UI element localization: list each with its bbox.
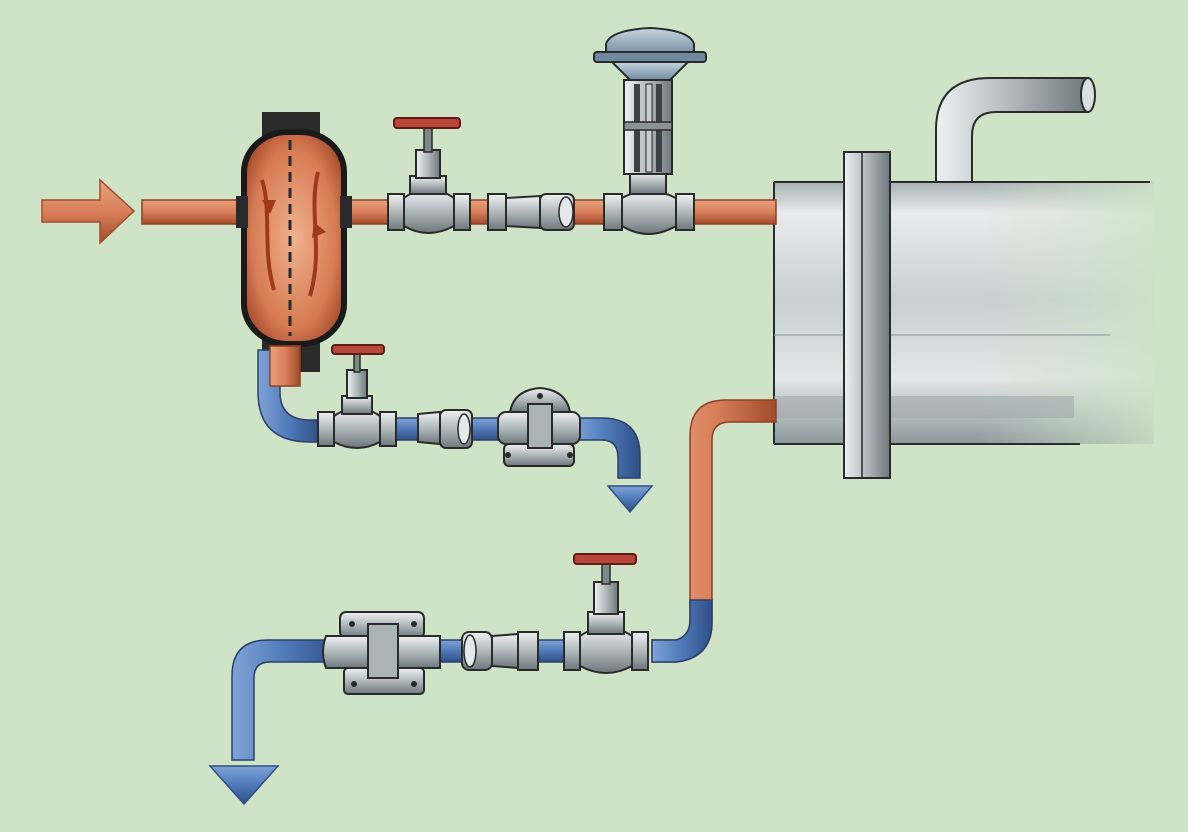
outlet-strainer <box>461 631 539 671</box>
shell-shadow-band <box>774 396 1074 418</box>
drain-pipe-2 <box>393 417 421 441</box>
steam-separator <box>236 112 352 372</box>
valve-stem <box>601 561 611 585</box>
valve-body <box>621 190 677 235</box>
actuator-diaphragm-icon <box>605 26 695 57</box>
separator-outlet-nozzle <box>340 196 352 228</box>
handwheel-icon[interactable] <box>331 344 385 355</box>
valve-flange-left <box>317 411 335 447</box>
trap-bolt <box>349 621 355 627</box>
drain-globe-valve[interactable] <box>317 344 397 449</box>
separator-swirl-left <box>260 179 276 291</box>
valve-packing <box>346 369 368 399</box>
trap-center-boss <box>367 623 399 679</box>
inlet-pipe-1 <box>141 199 247 225</box>
valve-packing <box>415 149 441 179</box>
outlet-steam-trap[interactable] <box>322 611 441 695</box>
strainer-nut-left <box>487 193 507 231</box>
drain-pipe-outlet <box>573 417 641 479</box>
inlet-globe-valve[interactable] <box>387 117 471 234</box>
strainer-body <box>417 410 441 446</box>
outlet-globe-valve[interactable] <box>563 553 649 674</box>
trap-center-boss <box>527 403 553 449</box>
separator-body <box>241 129 347 347</box>
strainer-cap-face <box>463 634 477 668</box>
drain-arrow-down-icon <box>606 485 654 514</box>
separator-flow-arrow-icon <box>312 222 326 238</box>
inlet-pipe-4 <box>571 199 609 225</box>
handwheel-icon[interactable] <box>573 553 637 565</box>
valve-flange-right <box>675 193 695 231</box>
inlet-strainer <box>487 193 575 231</box>
drain-steam-trap[interactable] <box>497 386 581 467</box>
valve-flange-left <box>563 631 581 671</box>
trap-bolt <box>505 452 511 458</box>
valve-bonnet <box>587 611 625 635</box>
vent-pipe-end <box>1080 77 1096 113</box>
trap-bolt <box>567 452 573 458</box>
separator-flow-arrow-icon <box>262 200 276 214</box>
drain-strainer <box>417 409 473 449</box>
valve-body <box>403 188 455 234</box>
valve-flange-right <box>453 193 471 231</box>
drain-pipe-3 <box>469 417 501 441</box>
heater-shell <box>773 77 1188 479</box>
trap-cover <box>508 386 572 413</box>
strainer-body <box>491 632 519 670</box>
pneumatic-control-valve[interactable] <box>593 26 707 235</box>
valve-flange-right <box>379 411 397 447</box>
stem-clamp <box>623 121 673 131</box>
trap-bolt <box>351 681 357 687</box>
outlet-pipe-cool-bend <box>651 599 713 663</box>
valve-flange-left <box>603 193 623 231</box>
strainer-cap-face <box>558 196 574 228</box>
strainer-cap-face <box>457 413 471 445</box>
trap-bolt <box>537 393 543 399</box>
valve-stem <box>423 125 433 153</box>
strainer-body <box>505 194 541 230</box>
steam-inlet-arrow-icon <box>41 178 136 245</box>
separator-inlet-nozzle <box>236 196 248 228</box>
valve-bonnet <box>629 171 667 195</box>
actuator-lower-case <box>609 61 691 81</box>
handwheel-icon[interactable] <box>393 117 461 129</box>
trap-bolt <box>411 621 417 627</box>
valve-flange-right <box>631 631 649 671</box>
strainer-nut-right <box>517 631 539 671</box>
trap-bolt <box>411 681 417 687</box>
actuator-flange <box>593 51 707 63</box>
drain-pipe-hot-section <box>269 345 301 387</box>
inlet-pipe-5 <box>689 199 777 225</box>
shell-flange <box>843 151 891 479</box>
outlet-arrow-down-icon <box>208 765 280 806</box>
valve-packing <box>593 581 619 615</box>
valve-flange-left <box>387 193 405 231</box>
